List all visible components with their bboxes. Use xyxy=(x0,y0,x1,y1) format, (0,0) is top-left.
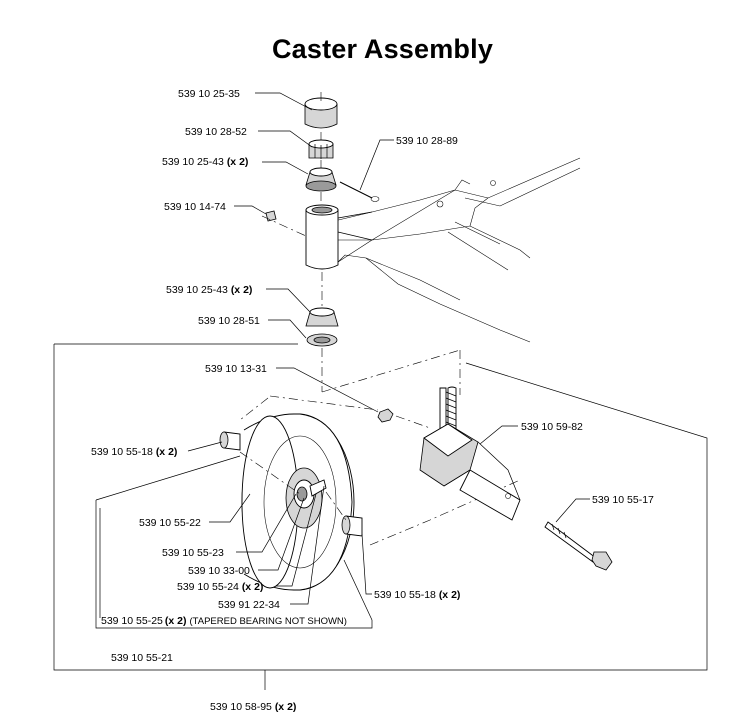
label-539-10-25-43-lower: 539 10 25-43 (x 2) xyxy=(166,284,252,296)
label-539-10-28-51: 539 10 28-51 xyxy=(198,315,260,327)
bearing-cup-lower-part xyxy=(306,333,338,347)
label-539-10-28-52: 539 10 28-52 xyxy=(185,126,247,138)
wheel-hub-part xyxy=(285,467,327,529)
yoke-bracket-part xyxy=(419,386,521,521)
label-539-10-55-21: 539 10 55-21 xyxy=(111,652,173,664)
label-539-10-55-25: 539 10 55-25(x 2)(TAPERED BEARING NOT SH… xyxy=(101,615,347,627)
label-539-10-13-31: 539 10 13-31 xyxy=(205,363,267,375)
castle-nut-part xyxy=(308,139,334,159)
diagram-title: Caster Assembly xyxy=(271,34,494,64)
label-539-10-55-23: 539 10 55-23 xyxy=(162,547,224,559)
label-539-10-25-43-top: 539 10 25-43 (x 2) xyxy=(162,156,248,168)
grease-fitting-part xyxy=(265,210,277,222)
dust-cap-part xyxy=(304,97,338,129)
label-539-10-25-35: 539 10 25-35 xyxy=(178,88,240,100)
leader-lines xyxy=(187,92,590,690)
spacer-tube-left-part xyxy=(219,431,241,451)
label-539-10-28-89: 539 10 28-89 xyxy=(396,135,458,147)
label-539-10-55-18-left: 539 10 55-18 (x 2) xyxy=(91,446,177,458)
label-539-10-58-95: 539 10 58-95 (x 2) xyxy=(210,701,296,713)
label-539-91-22-34: 539 91 22-34 xyxy=(218,599,280,611)
axle-bolt-part xyxy=(544,521,613,571)
cotter-pin-part xyxy=(339,181,380,202)
mower-frame-drawing xyxy=(329,157,581,343)
label-539-10-33-00: 539 10 33-00 xyxy=(188,565,250,577)
spacer-tube-right-part xyxy=(341,515,363,537)
label-539-10-55-24: 539 10 55-24 (x 2) xyxy=(177,581,263,593)
bearing-cone-lower-part xyxy=(305,307,339,327)
label-539-10-55-18-right: 539 10 55-18 (x 2) xyxy=(374,589,460,601)
part-labels: 539 10 25-35 539 10 28-52 539 10 25-43 (… xyxy=(91,88,654,713)
axle-nut-part xyxy=(377,408,394,423)
label-539-10-55-22: 539 10 55-22 xyxy=(139,517,201,529)
bearing-cone-top-part xyxy=(305,167,337,192)
label-539-10-59-82: 539 10 59-82 xyxy=(521,421,583,433)
label-539-10-14-74: 539 10 14-74 xyxy=(164,201,226,213)
caster-yoke-tube-part xyxy=(305,204,373,270)
label-539-10-55-17: 539 10 55-17 xyxy=(592,494,654,506)
